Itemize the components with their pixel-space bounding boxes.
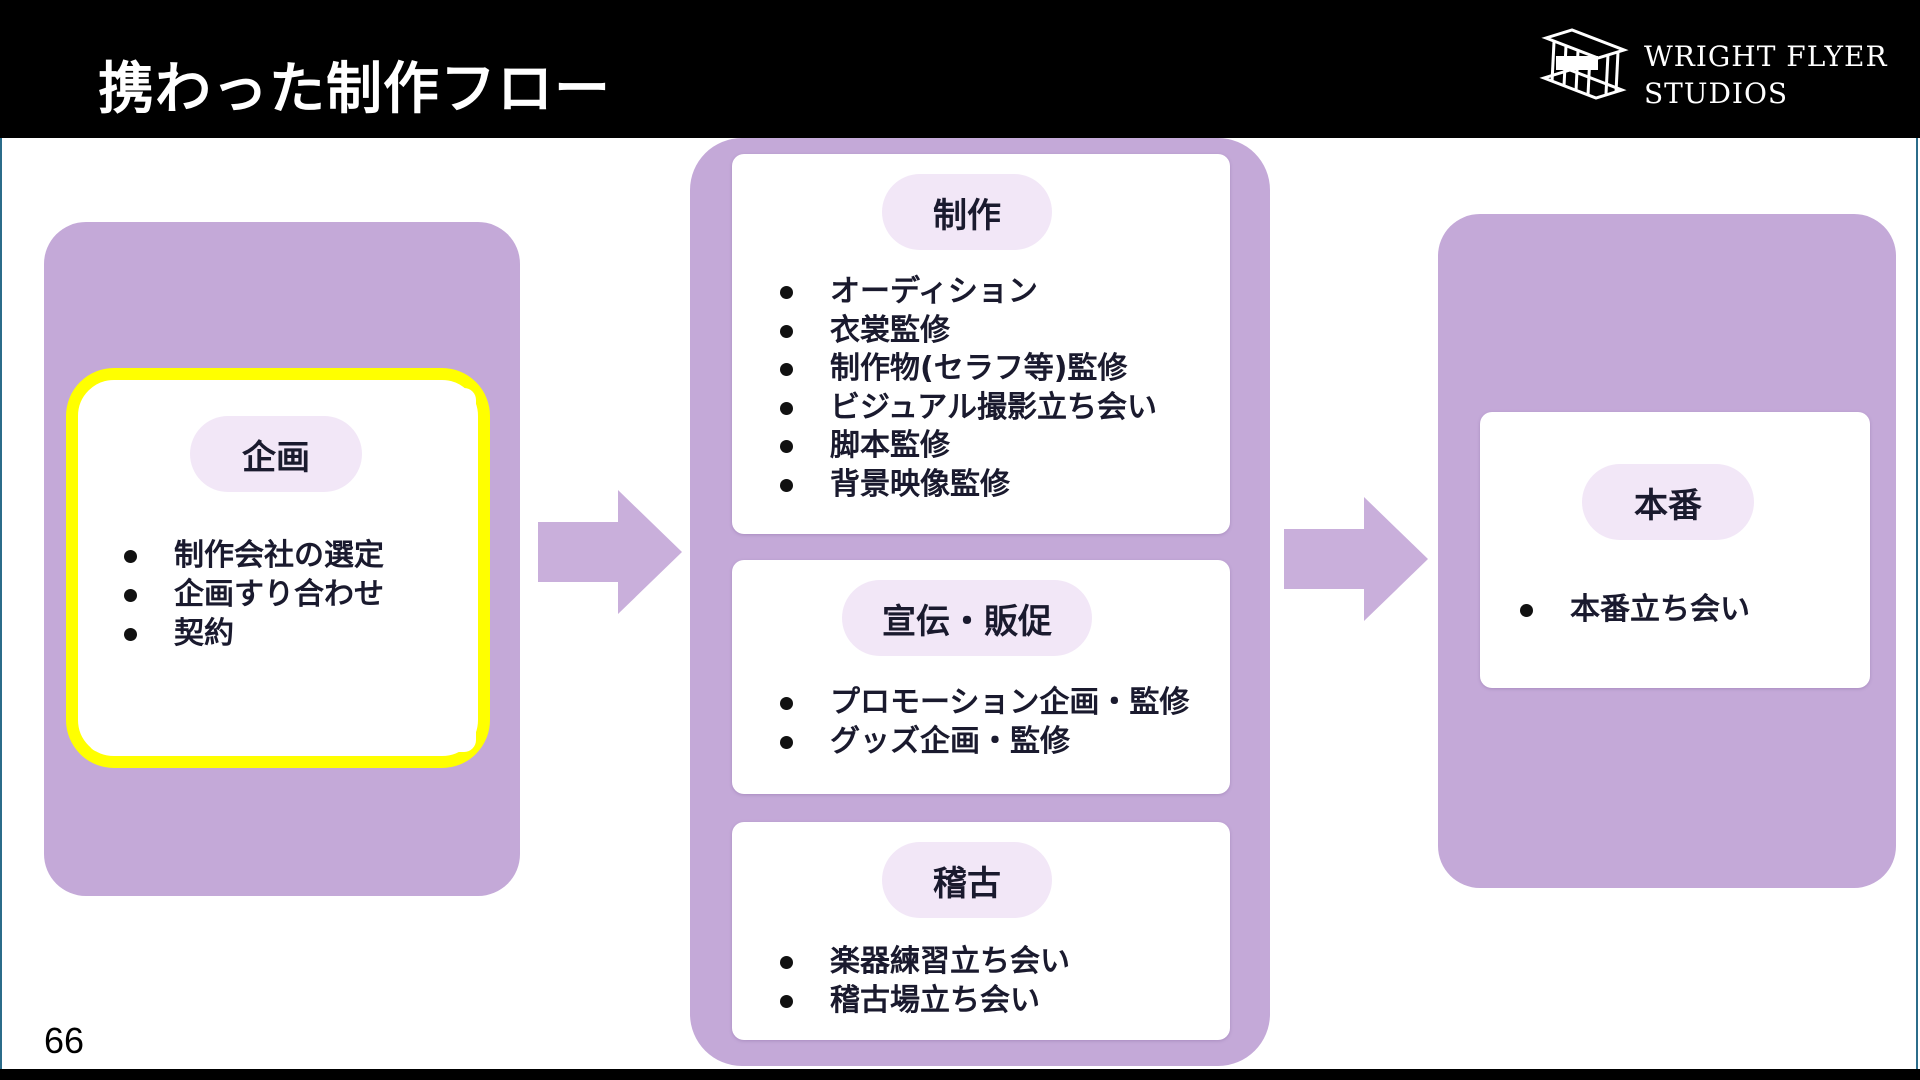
list-production: オーディション 衣裳監修 制作物(セラフ等)監修 ビジュアル撮影立ち会い 脚本監…	[776, 273, 1157, 504]
list-item: 契約	[120, 614, 384, 653]
card-performance	[1480, 412, 1870, 688]
stage-title-rehearsal: 稽古	[882, 842, 1052, 918]
slide-header: 携わった制作フロー WRIGHT FLYER STUDIOS	[0, 0, 1920, 138]
slide-title: 携わった制作フロー	[98, 57, 611, 122]
biplane-logo-icon	[1539, 28, 1629, 100]
list-item: プロモーション企画・監修	[776, 683, 1189, 722]
list-item: 背景映像監修	[776, 466, 1157, 505]
arrow-right-icon	[1284, 497, 1428, 621]
list-item: 脚本監修	[776, 427, 1157, 466]
list-item: 楽器練習立ち会い	[776, 942, 1070, 981]
list-item: 衣裳監修	[776, 312, 1157, 351]
company-logo: WRIGHT FLYER STUDIOS	[1538, 28, 1898, 112]
stage-title-production: 制作	[882, 174, 1052, 250]
stage-title-performance: 本番	[1582, 464, 1754, 540]
bottom-bar	[0, 1069, 1920, 1080]
logo-line-1: WRIGHT FLYER	[1644, 40, 1888, 73]
list-promotion: プロモーション企画・監修 グッズ企画・監修	[776, 683, 1189, 761]
page-number: 66	[44, 1020, 85, 1061]
list-item: グッズ企画・監修	[776, 722, 1189, 761]
list-item: 企画すり合わせ	[120, 575, 384, 614]
list-item: 稽古場立ち会い	[776, 981, 1070, 1020]
list-item: 制作物(セラフ等)監修	[776, 350, 1157, 389]
stage-title-planning: 企画	[190, 416, 362, 492]
logo-line-2: STUDIOS	[1644, 77, 1789, 110]
list-item: 本番立ち会い	[1516, 590, 1750, 629]
list-rehearsal: 楽器練習立ち会い 稽古場立ち会い	[776, 942, 1070, 1020]
logo-wordmark: WRIGHT FLYER STUDIOS	[1644, 38, 1888, 112]
slide-frame	[0, 138, 1918, 1069]
list-item: 制作会社の選定	[120, 536, 384, 575]
stage-title-promotion: 宣伝・販促	[842, 580, 1092, 656]
list-item: オーディション	[776, 273, 1157, 312]
arrow-right-icon	[538, 490, 682, 614]
list-item: ビジュアル撮影立ち会い	[776, 389, 1157, 428]
list-planning: 制作会社の選定 企画すり合わせ 契約	[120, 536, 384, 653]
list-performance: 本番立ち会い	[1516, 590, 1750, 629]
